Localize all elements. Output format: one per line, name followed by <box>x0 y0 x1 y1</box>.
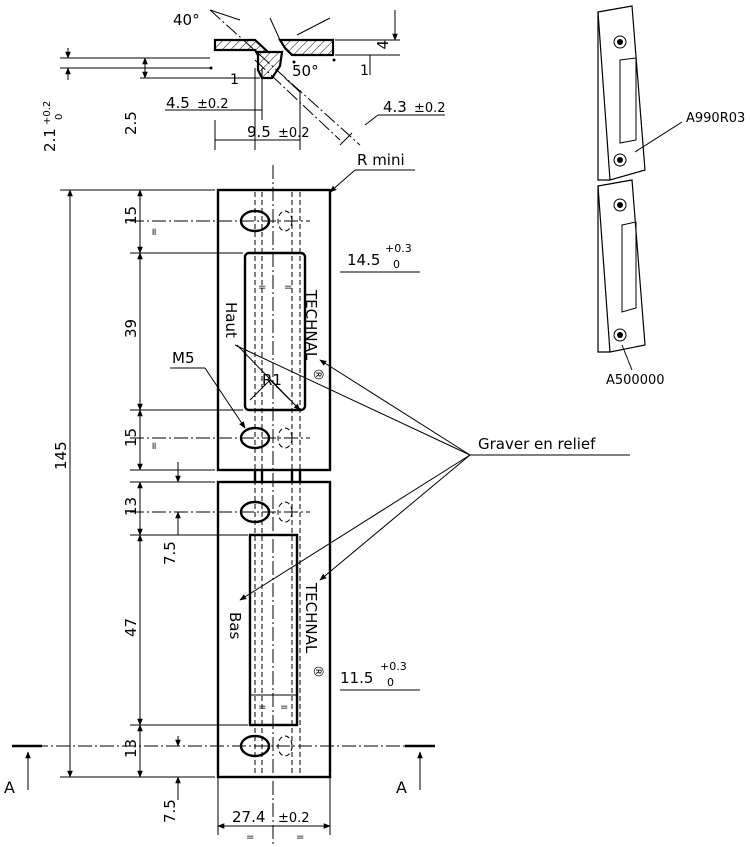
dim-2-1: 2.1 <box>41 128 59 152</box>
upper-slot <box>243 251 307 412</box>
screw-hole <box>130 426 310 450</box>
iso-view: A990R03 A500000 <box>597 5 745 388</box>
r1-label: R1 <box>262 371 282 389</box>
dim-4-5: 4.5 <box>166 94 190 112</box>
dim-13-bottom: 13 <box>122 739 140 758</box>
dim-9-5: 9.5 <box>247 123 271 141</box>
angle-50-label: 50° <box>292 62 319 80</box>
registered-upper: ® <box>310 368 325 381</box>
equal-mark: = <box>280 702 288 713</box>
ref-a990r03: A990R03 <box>686 111 745 126</box>
right-dimensions: 14.5 +0.3 0 11.5 +0.3 0 <box>340 242 420 691</box>
ref-a500000: A500000 <box>606 373 665 388</box>
dim-1-right: 1 <box>360 63 369 79</box>
dim-11-5: 11.5 <box>340 669 373 687</box>
dim-11-5-tol-bottom: 0 <box>387 676 394 689</box>
dim-2-1-tol-top: +0.2 <box>42 101 53 125</box>
dot-mark <box>292 60 296 64</box>
technal-upper: TECHNAL <box>302 289 320 361</box>
dim-145: 145 <box>52 441 70 470</box>
section-profile-right <box>278 38 335 57</box>
dim-15-top: 15 <box>122 206 140 225</box>
screw-hole <box>130 209 310 233</box>
bas-engraving: Bas <box>226 612 244 639</box>
lower-slot <box>248 533 299 727</box>
dim-4: 4 <box>374 40 392 50</box>
equal-mark: = <box>284 282 292 293</box>
dim-15-bottom: 15 <box>122 428 140 447</box>
dim-14-5-tol-bottom: 0 <box>393 258 400 271</box>
haut-engraving: Haut <box>222 302 240 338</box>
section-view: 40° 50° 4 1 1 2.1 +0.2 0 2.5 4.5 ±0.2 9.… <box>41 9 446 152</box>
r-mini-label: R mini <box>357 151 405 169</box>
dim-14-5: 14.5 <box>347 251 380 269</box>
dim-2-5: 2.5 <box>122 111 140 135</box>
dim-27-4: 27.4 <box>232 808 265 826</box>
dim-14-5-tol-top: +0.3 <box>385 242 412 255</box>
screw-hole <box>130 500 310 524</box>
m5-label: M5 <box>172 349 195 367</box>
dim-2-1-tol-bottom: 0 <box>54 114 65 120</box>
dim-9-5-tol: ±0.2 <box>278 126 310 141</box>
section-a-left: A <box>4 778 15 797</box>
lower-strike-plate <box>216 480 332 779</box>
equal-mark: = <box>149 442 160 450</box>
equal-mark: = <box>149 228 160 236</box>
dim-4-3-tol: ±0.2 <box>414 101 446 116</box>
dim-1-left: 1 <box>230 72 239 88</box>
dim-39: 39 <box>122 319 140 338</box>
angle-40-label: 40° <box>173 11 200 29</box>
dim-13-top: 13 <box>122 497 140 516</box>
upper-strike-plate <box>216 188 332 472</box>
dim-4-3: 4.3 <box>383 98 407 116</box>
equal-mark: = <box>246 832 254 843</box>
equal-mark: = <box>258 282 266 293</box>
dot-mark <box>209 66 213 70</box>
registered-lower: ® <box>310 665 325 678</box>
dim-7-5-top: 7.5 <box>161 541 179 565</box>
equal-mark: = <box>258 702 266 713</box>
dim-11-5-tol-top: +0.3 <box>380 660 407 673</box>
graver-label: Graver en relief <box>478 435 596 453</box>
dot-mark <box>332 58 336 62</box>
dim-47: 47 <box>122 618 140 637</box>
dim-4-5-tol: ±0.2 <box>197 97 229 112</box>
bottom-dimension: 27.4 ±0.2 = = <box>217 777 331 843</box>
section-a-right: A <box>396 778 407 797</box>
dim-27-4-tol: ±0.2 <box>278 811 310 826</box>
equal-mark: = <box>296 832 304 843</box>
dim-7-5-bottom: 7.5 <box>161 799 179 823</box>
technal-lower: TECHNAL <box>302 582 320 654</box>
left-dimensions: 145 15 39 15 = = 13 47 13 7.5 7.5 <box>52 189 248 823</box>
